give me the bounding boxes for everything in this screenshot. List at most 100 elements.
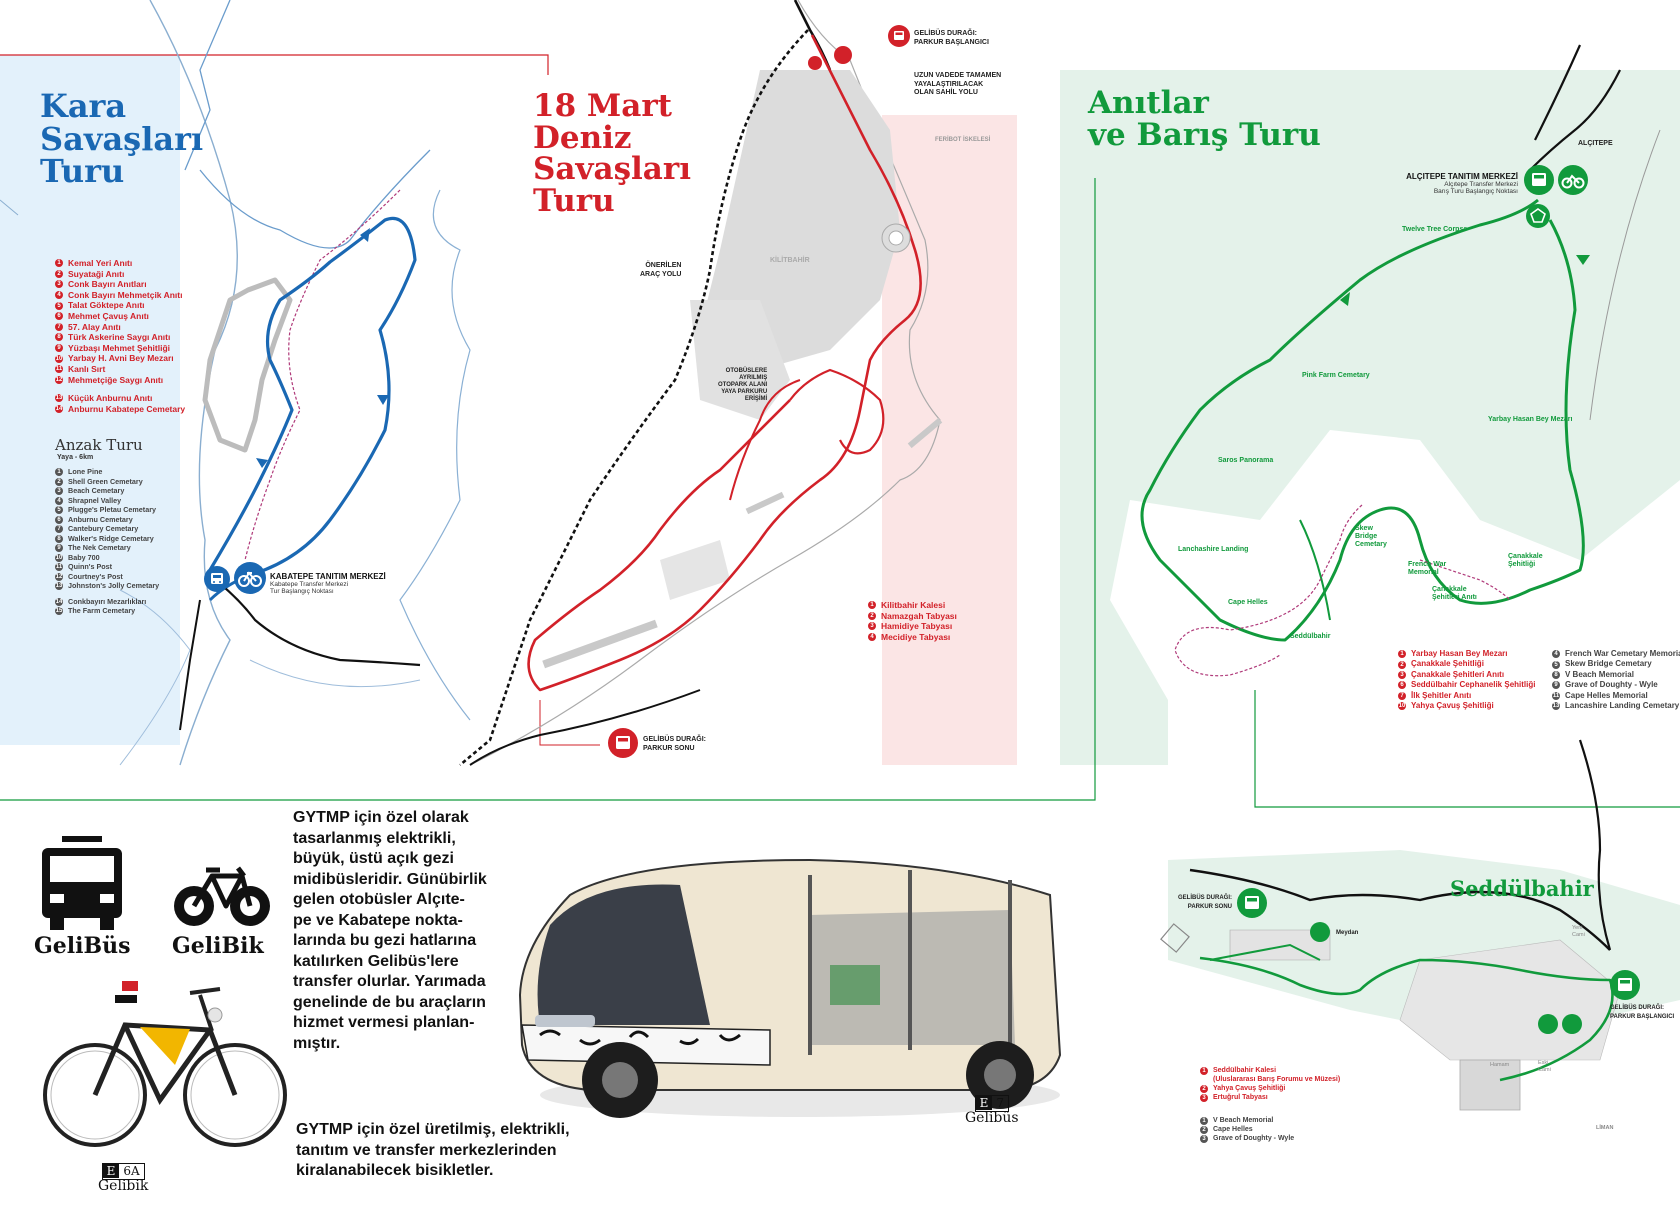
anitlar-title-line: Anıtlar bbox=[1088, 85, 1209, 121]
kabatepe-center-label: KABATEPE TANITIM MERKEZİ Kabatepe Transf… bbox=[270, 572, 386, 595]
hamam-label: Hamam bbox=[1490, 1062, 1510, 1068]
bus-stop-icon[interactable] bbox=[888, 25, 910, 47]
bus-stop-icon[interactable] bbox=[608, 728, 638, 758]
gelibik-photo bbox=[40, 975, 290, 1160]
kabatepe-center-sub: Tur Başlangıç Noktası bbox=[270, 588, 334, 595]
place-label: Skew Bridge Cemetary bbox=[1355, 525, 1387, 548]
kara-sea-area bbox=[0, 55, 180, 745]
deniz-title-line: Savaşları bbox=[533, 151, 691, 188]
bicycle-icon[interactable] bbox=[1538, 1014, 1558, 1034]
place-label: Yarbay Hasan Bey Mezarı bbox=[1488, 416, 1573, 423]
place-label: Pink Farm Cemetary bbox=[1302, 372, 1370, 379]
gelibik-brand: GeliBik bbox=[172, 933, 264, 959]
place-label: Twelve Tree Corpse bbox=[1402, 226, 1468, 233]
bicycle-icon[interactable] bbox=[1558, 165, 1588, 195]
bus-stop-icon[interactable] bbox=[1237, 888, 1267, 918]
deniz-title-line: Turu bbox=[533, 182, 615, 219]
deniz-title-line: 18 Mart bbox=[533, 88, 672, 124]
seddulbahir-title: Seddülbahir bbox=[1450, 876, 1594, 901]
bicycle-icon[interactable] bbox=[834, 46, 852, 64]
seddulbahir-end-label: GELİBÜS DURAĞI:PARKUR SONU bbox=[1178, 895, 1232, 910]
bus-stop-icon[interactable] bbox=[204, 566, 230, 592]
anzak-title: Anzak Turu bbox=[55, 436, 143, 454]
place-label: Saros Panorama bbox=[1218, 457, 1274, 464]
bus-stop-icon[interactable] bbox=[1524, 165, 1554, 195]
anitlar-title: Anıtlar ve Barış Turu bbox=[1088, 85, 1321, 153]
place-label: Cape Helles bbox=[1228, 599, 1268, 606]
place-label: Çanakkale Şehitleri Anıtı bbox=[1432, 586, 1477, 601]
seddulbahir-sea bbox=[1168, 960, 1680, 1206]
liman-label: LİMAN bbox=[1596, 1125, 1614, 1131]
bicycle-icon[interactable] bbox=[234, 562, 266, 594]
anitlar-title-line: ve Barış Turu bbox=[1088, 116, 1321, 153]
kara-title-line: Savaşları bbox=[40, 119, 204, 158]
gelibus-brand: GeliBüs bbox=[34, 933, 131, 959]
anitlar-sea bbox=[1110, 430, 1680, 823]
gelibik-description: GYTMP için özel üretilmiş, elektrikli,ta… bbox=[296, 1121, 570, 1179]
pedestrian-icon bbox=[808, 56, 822, 70]
ferry-pier-label: FERİBOT İSKELESİ bbox=[935, 137, 991, 143]
deniz-title: 18 Mart Deniz Savaşları Turu bbox=[533, 88, 691, 219]
kara-title-line: Turu bbox=[40, 152, 125, 191]
legend-item: (Uluslararası Barış Forumu ve Müzesi) bbox=[1213, 1076, 1341, 1083]
seddulbahir-start-label: GELİBÜS DURAĞI:PARKUR BAŞLANGICI bbox=[1610, 1005, 1675, 1020]
deniz-title-line: Deniz bbox=[533, 119, 632, 156]
kilitbahir-town-area bbox=[700, 70, 900, 370]
monument-icon bbox=[1526, 204, 1550, 228]
meydan-label: Meydan bbox=[1336, 930, 1359, 936]
bus-stop-icon[interactable] bbox=[1610, 970, 1640, 1000]
kabatepe-center-title: KABATEPE TANITIM MERKEZİ bbox=[270, 572, 386, 581]
kabatepe-center-sub: Kabatepe Transfer Merkezi bbox=[270, 581, 349, 588]
anzak-subtitle: Yaya - 6km bbox=[57, 454, 94, 462]
gelibus-vehicle-illustration bbox=[510, 855, 1085, 1130]
